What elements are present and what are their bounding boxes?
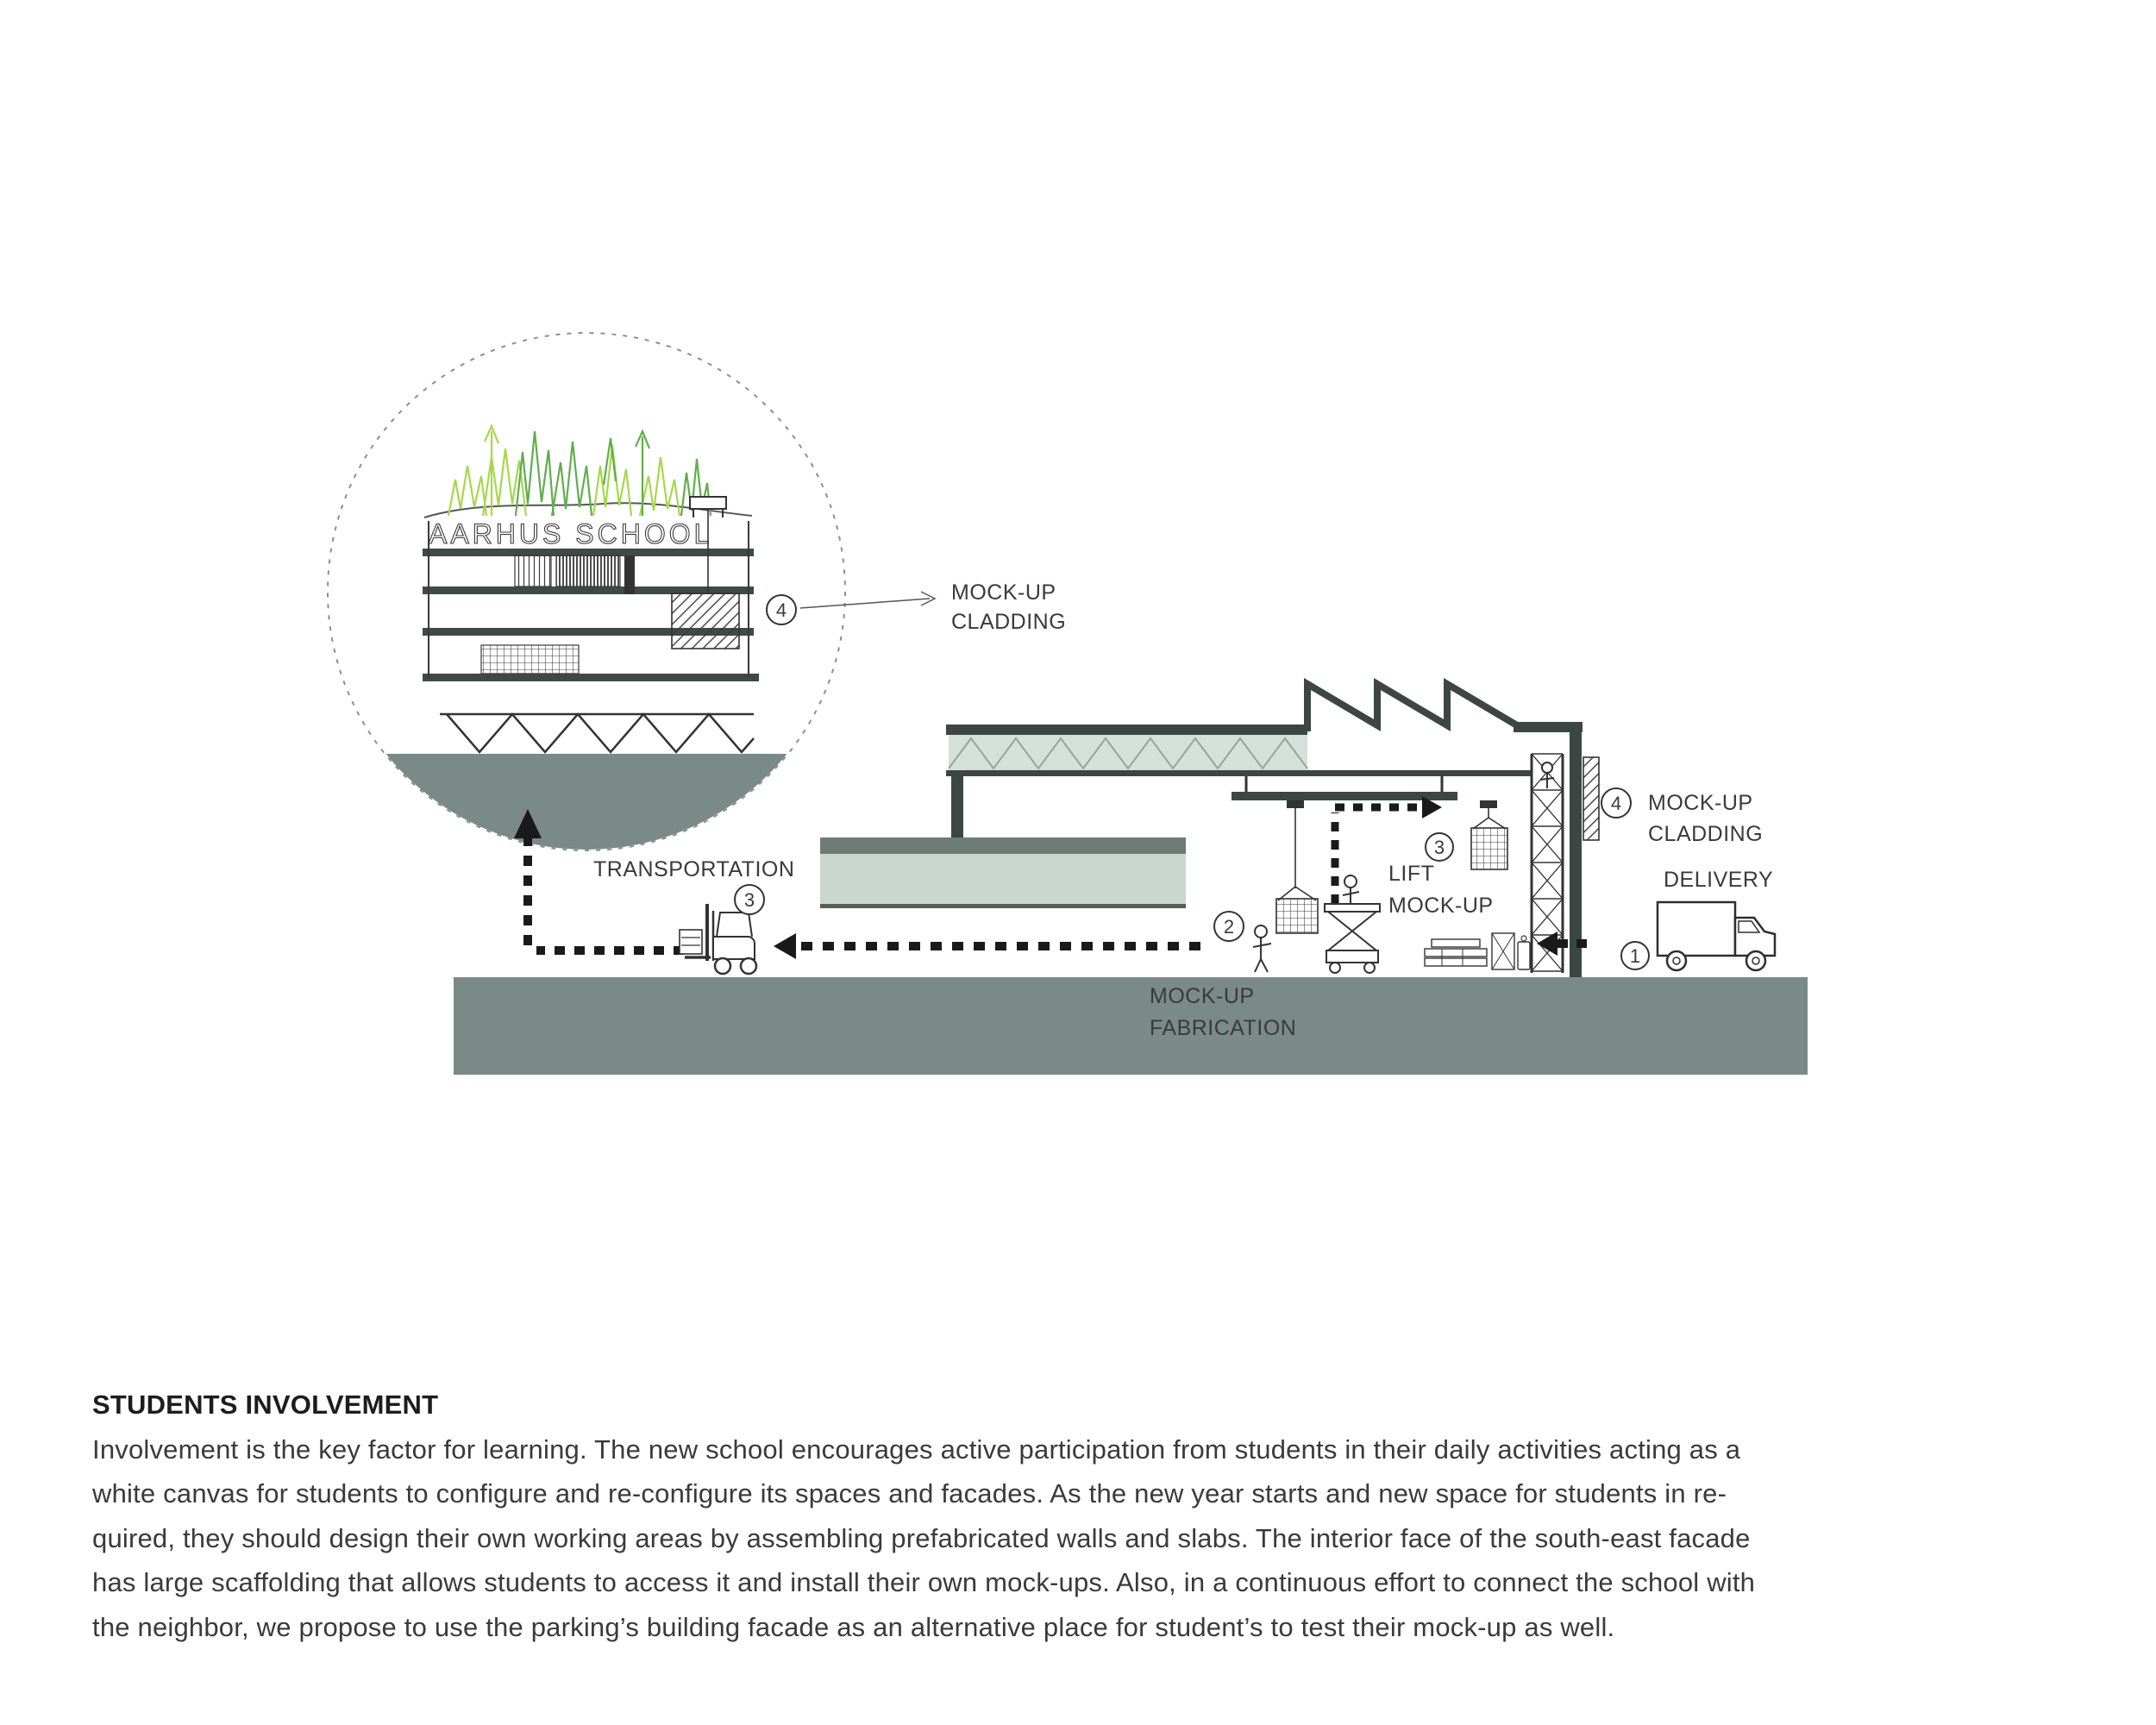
cladding-text-line2: CLADDING: [1648, 822, 1763, 846]
delivery-badge: 1: [1630, 945, 1640, 967]
detail-cladding-label-line1: MOCK-UP: [951, 580, 1056, 605]
roof-hoist-icon: [689, 496, 727, 593]
lift-arrow: [1331, 796, 1442, 904]
truss-bottom-chord: [946, 770, 1531, 776]
detail-circle: AARHUS SCHOOL: [327, 332, 846, 851]
main-transport-arrow: [774, 933, 1200, 959]
facade-panel-dense-hatch: [555, 555, 621, 587]
crane: [1232, 776, 1508, 934]
slab-body: [820, 854, 1186, 904]
scaffold-tower: [1530, 753, 1564, 973]
factory-right-column: [1570, 725, 1582, 977]
lift-text-line1: LIFT: [1388, 862, 1434, 886]
floor-slab: [423, 674, 759, 681]
roof-edge: [1514, 722, 1583, 732]
cladding-text-line1: MOCK-UP: [1648, 791, 1753, 815]
floor-slab: [423, 628, 754, 636]
detail-cladding-label-line2: CLADDING: [951, 610, 1066, 634]
mockup-panel-ground: [1275, 898, 1319, 934]
fabrication-label: 2 MOCK-UP FABRICATION: [1150, 911, 1296, 1040]
worker-on-tower-icon: [1539, 762, 1555, 788]
scissor-lift-icon: [1324, 903, 1381, 974]
crane-trolley: [1287, 800, 1304, 808]
fabrication-text-line1: MOCK-UP: [1150, 984, 1255, 1008]
truss-top-chord: [946, 724, 1307, 735]
materials-stack: [1424, 932, 1531, 970]
fabrication-text-line2: FABRICATION: [1150, 1016, 1296, 1040]
school-elevation: AARHUS SCHOOL: [423, 496, 759, 754]
crane-beam: [1232, 792, 1457, 800]
transportation-badge: 3: [744, 889, 755, 911]
facade-panel-vertical-hatch: [514, 555, 552, 587]
lift-badge: 3: [1434, 837, 1445, 858]
fabrication-badge: 2: [1224, 916, 1234, 938]
sawtooth-roof: [1304, 677, 1520, 732]
floor-slab: [423, 549, 754, 556]
foundation-piles: [440, 712, 755, 754]
worker-on-lift-icon: [1342, 875, 1360, 904]
floor-slab: [423, 586, 754, 594]
factory-section: [946, 677, 1600, 977]
lift-label: 3 LIFT MOCK-UP: [1388, 832, 1494, 918]
truss-fill: [949, 735, 1307, 770]
delivery-arrow: [1537, 932, 1587, 956]
ground-strip: [454, 977, 1808, 1075]
forklift-icon: [679, 904, 758, 975]
transportation-text: TRANSPORTATION: [593, 857, 794, 881]
transport-up-arrow: [514, 809, 684, 955]
slab-top-band: [820, 837, 1186, 854]
leader-arrowhead-icon: [920, 591, 937, 606]
students-involvement-title: STUDENTS INVOLVEMENT: [92, 1389, 439, 1420]
mockup-cladding-on-facade: [1583, 756, 1600, 841]
truss-web: [948, 737, 1308, 770]
paragraph-line: the neighbor, we propose to use the park…: [92, 1611, 1615, 1642]
delivery-text: DELIVERY: [1664, 868, 1773, 892]
crane-trolley: [1480, 800, 1497, 808]
detail-circle-outline: [327, 332, 846, 851]
detail-badge-number: 4: [776, 599, 787, 621]
detail-step-badge: 4: [766, 591, 937, 625]
paragraph-line: white canvas for students to configure a…: [92, 1478, 1727, 1509]
lift-text-line2: MOCK-UP: [1388, 894, 1494, 918]
roof-trees: [447, 423, 712, 517]
paragraph-line: quired, they should design their own wor…: [92, 1522, 1751, 1553]
cladding-badge: 4: [1611, 793, 1621, 814]
facade-panel-grid-hatch: [480, 644, 580, 674]
building-sign-text: AARHUS SCHOOL: [429, 518, 712, 549]
worker-icon: [1252, 925, 1272, 973]
prefab-slab: [820, 837, 1186, 908]
detail-ground-chord: [329, 754, 844, 850]
students-involvement-section: STUDENTS INVOLVEMENT Involvement is the …: [92, 1383, 2102, 1649]
mockup-panel-hanging-detail: [671, 593, 740, 649]
delivery-label: DELIVERY 1: [1620, 868, 1773, 970]
cladding-label: 4 MOCK-UP CLADDING: [1601, 787, 1763, 846]
mockup-panel-lifted: [1470, 827, 1508, 870]
paragraph-line: Involvement is the key factor for learni…: [92, 1433, 1741, 1465]
facade-panel-solid: [624, 555, 635, 594]
paragraph-line: has large scaffolding that allows studen…: [92, 1567, 1756, 1597]
trees-dark: [514, 429, 712, 517]
transportation-label: TRANSPORTATION 3: [593, 857, 794, 915]
truck-icon: [1656, 900, 1777, 972]
slab-bottom-line: [820, 904, 1186, 908]
